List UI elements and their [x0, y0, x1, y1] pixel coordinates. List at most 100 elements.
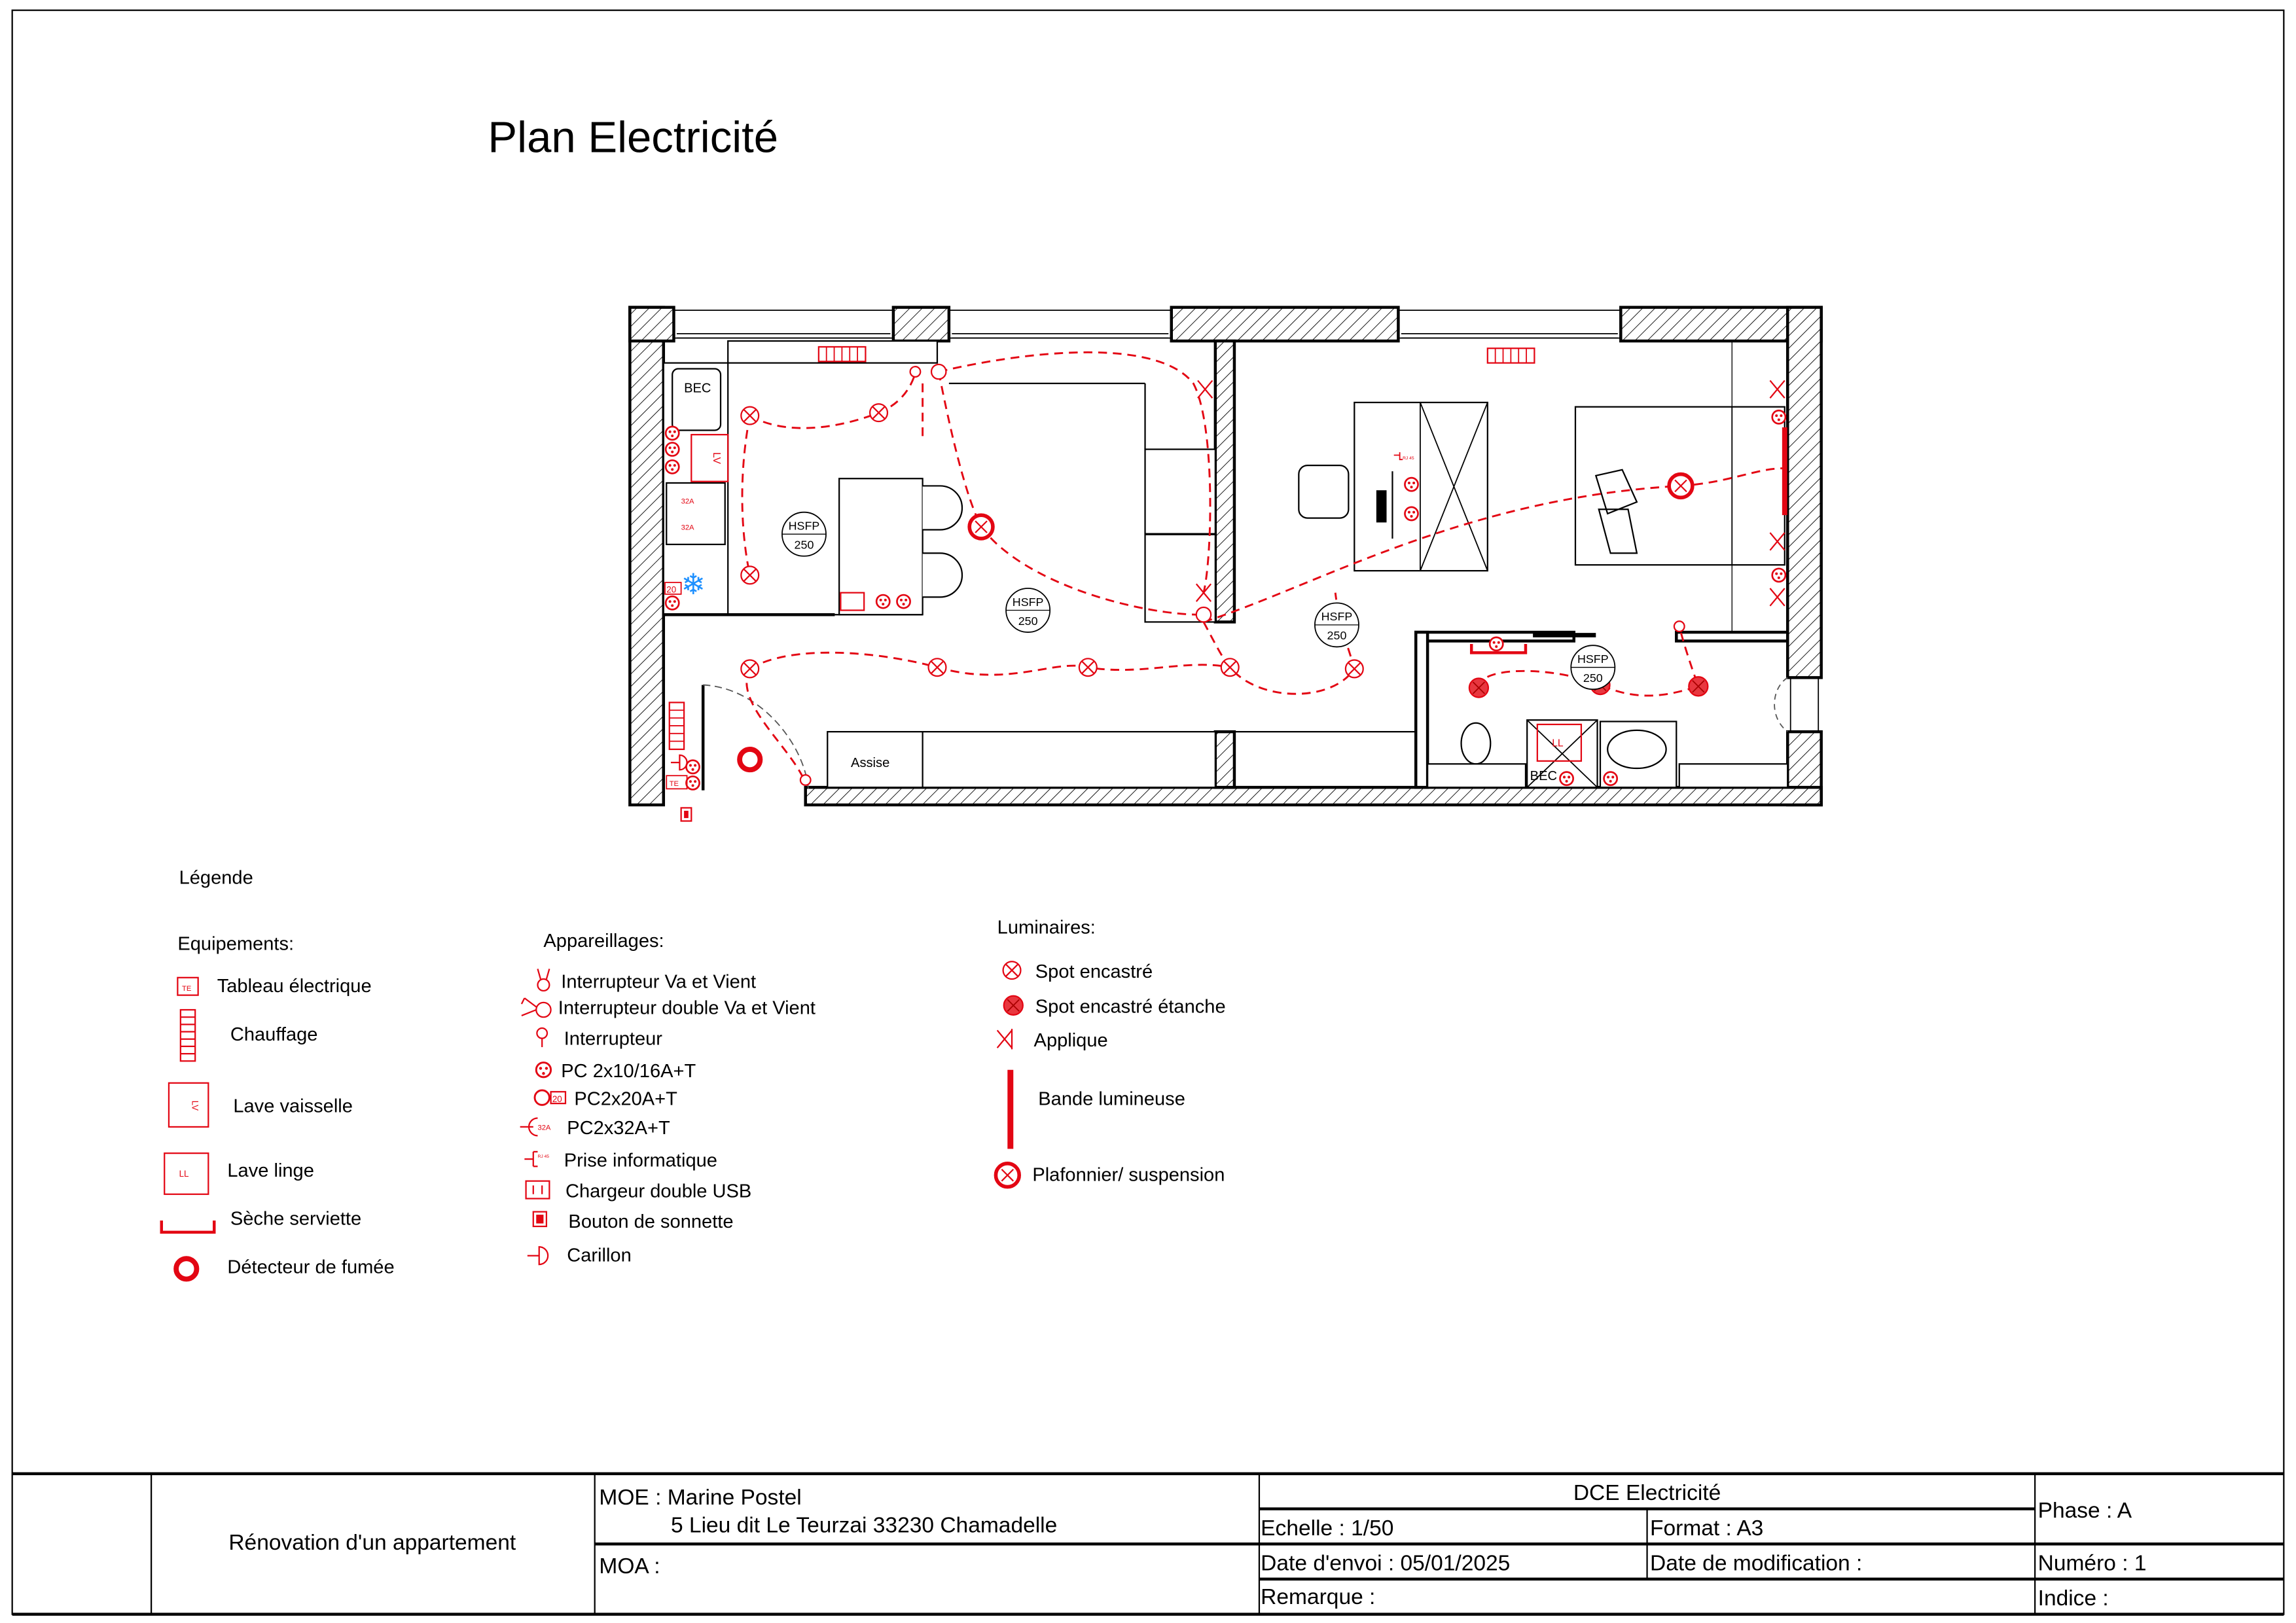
dishwasher: LV — [691, 434, 729, 482]
hsfp-value: 250 — [1018, 615, 1038, 628]
scale: Echelle : 1/50 — [1261, 1516, 1393, 1541]
ceiling-light-icon — [994, 1162, 1022, 1189]
recessed-spot-icon — [1344, 659, 1364, 679]
socket-icon — [664, 459, 680, 474]
washing-machine-icon-text: LL — [179, 1169, 189, 1179]
socket-icon — [685, 775, 700, 791]
label-bec-kitchen: BEC — [684, 381, 711, 395]
socket-icon — [1559, 771, 1574, 787]
heater-icon — [179, 1008, 196, 1062]
sofa — [1144, 448, 1216, 623]
socket-icon — [664, 595, 680, 611]
wall-top-middle — [1170, 306, 1400, 343]
moa: MOA : — [599, 1554, 660, 1578]
label-32a-1: 32A — [681, 497, 694, 505]
kitchen-island — [838, 478, 924, 616]
bar-stools — [922, 485, 963, 598]
legend-item: Interrupteur — [564, 1029, 663, 1050]
cooktop — [666, 482, 726, 546]
legend-item: Tableau électrique — [217, 976, 372, 997]
hsfp-value: 250 — [1327, 629, 1347, 642]
phase: Phase : A — [2038, 1499, 2132, 1523]
recessed-spot-icon — [740, 659, 760, 679]
waterproof-spot-icon — [1688, 676, 1709, 697]
socket-icon — [664, 425, 680, 441]
windows — [673, 310, 1820, 733]
legend-item: Plafonnier/ suspension — [1032, 1165, 1225, 1186]
legend-item: Détecteur de fumée — [227, 1257, 394, 1278]
recessed-spot-icon — [1220, 658, 1240, 677]
socket-icon — [1771, 567, 1787, 583]
label-assise: Assise — [851, 756, 889, 770]
document-type: DCE Electricité — [1573, 1481, 1721, 1505]
heater-icon — [817, 346, 867, 363]
wall-top-corner-left — [628, 306, 675, 343]
heater-icon — [1486, 348, 1535, 364]
legend-item: Sèche serviette — [230, 1209, 361, 1230]
bathroom-vanity — [1427, 763, 1527, 789]
hsfp-value: 250 — [1583, 671, 1603, 685]
socket-icon — [1771, 409, 1787, 425]
legend-item: Interrupteur double Va et Vient — [558, 998, 816, 1019]
doorbell-button-icon — [680, 807, 692, 822]
legend-item: Carillon — [567, 1245, 632, 1266]
recessed-spot-icon — [927, 658, 947, 677]
waterproof-spot-icon — [1003, 995, 1024, 1016]
legend-item: Lave linge — [227, 1160, 314, 1181]
smoke-detector-icon — [173, 1256, 200, 1282]
modification-date: Date de modification : — [1650, 1551, 1862, 1575]
dishwasher-icon: LV — [168, 1082, 209, 1128]
socket-icon — [535, 1061, 552, 1079]
heater-icon — [668, 702, 685, 751]
legend-item: Prise informatique — [564, 1150, 717, 1171]
page-title: Plan Electricité — [488, 113, 778, 162]
electrical-panel-icon: TE — [177, 976, 199, 996]
legend-item: Bande lumineuse — [1038, 1088, 1185, 1109]
legend-item: Chauffage — [230, 1024, 318, 1045]
label-20: 20 — [666, 585, 676, 595]
socket-32a-icon-text: 32A — [537, 1124, 550, 1132]
wall-light-icon — [1769, 532, 1785, 551]
number: Numéro : 1 — [2038, 1551, 2147, 1575]
moe: MOE : Marine Postel — [599, 1486, 801, 1510]
socket-icon — [1404, 476, 1419, 492]
label-rj45: RJ 45 — [1403, 456, 1414, 461]
socket-icon — [896, 594, 911, 609]
partition-wall-lower — [1213, 730, 1236, 789]
socket-icon — [664, 442, 680, 457]
socket-20a-icon: 20 — [533, 1089, 567, 1106]
wall-top-pier — [891, 306, 951, 343]
hsfp-label: HSFP — [1321, 610, 1353, 623]
legend-title: Légende — [179, 868, 253, 889]
socket-32a-icon: 32A — [520, 1117, 551, 1137]
socket-icon — [1603, 771, 1619, 787]
legend-item: Chargeur double USB — [565, 1181, 751, 1202]
washing-machine-icon: LL — [164, 1152, 209, 1195]
wall-left — [628, 306, 666, 807]
label-bec-bathroom: BEC — [1530, 769, 1557, 783]
ceiling-light-icon — [1667, 472, 1695, 500]
double-two-way-switch-icon — [520, 997, 552, 1018]
legend-item: PC2x20A+T — [574, 1088, 677, 1109]
legend-item: Interrupteur Va et Vient — [561, 971, 756, 992]
label-32a-2: 32A — [681, 524, 694, 532]
bathroom-wall-left — [1414, 630, 1429, 789]
title-block: Rénovation d'un appartement MOE : Marine… — [12, 1472, 2284, 1616]
legend-item: Applique — [1034, 1030, 1108, 1051]
switch-icon — [536, 1027, 548, 1048]
legend-luminaires-heading: Luminaires: — [997, 918, 1096, 938]
hsfp-label: HSFP — [1013, 596, 1044, 609]
wall-light-icon — [1769, 380, 1785, 399]
electrical-panel-icon-text: TE — [182, 985, 191, 993]
sheet-border — [11, 9, 2285, 1615]
wall-right-upper — [1786, 306, 1823, 679]
chime-icon — [527, 1246, 549, 1266]
smoke-detector-icon — [737, 747, 763, 773]
partition-wall-upper — [1213, 339, 1236, 624]
wall-light-icon — [996, 1029, 1013, 1050]
doorbell-button-icon — [532, 1211, 548, 1228]
usb-charger-icon — [840, 592, 865, 611]
switch-icon — [1673, 620, 1685, 633]
